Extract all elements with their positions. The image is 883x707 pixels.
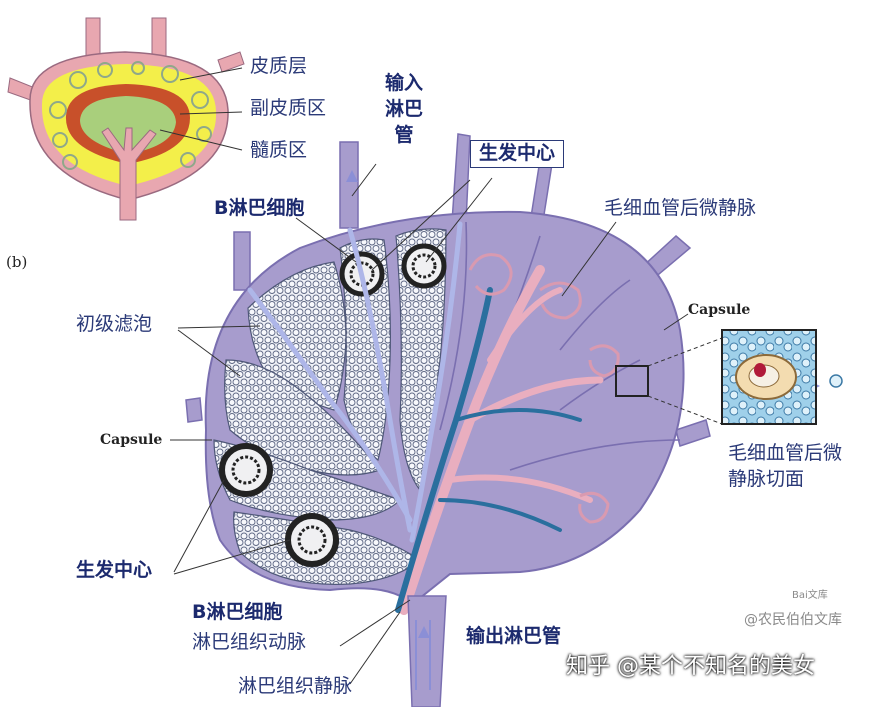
cortex-lobe-4 (224, 359, 382, 476)
vessel-branch-2 (487, 287, 563, 363)
afferent-lymph-vessel-label: 输入 淋巴 管 (385, 70, 423, 148)
watermark-source: @农民伯伯文库 (744, 612, 842, 628)
afferent-label-line-3: 管 (394, 124, 414, 146)
overview-hilum-vessel (101, 127, 157, 221)
capsule-label-right: Capsule (688, 302, 751, 318)
watermark-zhihu: 知乎 @某个不知名的美女 (566, 654, 815, 679)
vein-label: 淋巴组织静脉 (238, 675, 353, 697)
overview-vessel-top-left (85, 17, 101, 59)
hev-section-label: 毛细血管后微 静脉切面 (728, 440, 842, 492)
hev-label-top: 毛细血管后微静脉 (604, 197, 757, 219)
overview-vessel-top-right (151, 17, 167, 59)
germinal-center-label-bottom: 生发中心 (76, 559, 153, 581)
overview-leader-lines (159, 67, 243, 151)
efferent-vessel (407, 595, 447, 707)
blood-vessels (395, 265, 604, 615)
overview-vessel-right (217, 51, 245, 73)
efferent-lymph-vessel-label: 输出淋巴管 (466, 625, 562, 647)
main-node (185, 133, 820, 707)
vessel-branch-3 (447, 474, 593, 503)
follicle-bottom-right (285, 513, 339, 567)
inset-exiting-cell (829, 374, 843, 388)
b-lymphocyte-label-bottom: B淋巴细胞 (192, 601, 283, 623)
leader-lines (170, 163, 689, 685)
overview-follicles (49, 61, 212, 170)
artery-label: 淋巴组织动脉 (192, 631, 307, 653)
panel-b-label: (b) (6, 253, 28, 271)
watermark-baidu: Bai文库 (792, 590, 828, 601)
inset-marker (615, 365, 649, 397)
follicle-top-right (401, 243, 447, 289)
afferent-label-line-2: 淋巴 (385, 98, 424, 120)
medulla-label: 髓质区 (250, 139, 308, 161)
hev-inset (615, 329, 843, 425)
lymph-sinuses (247, 221, 463, 543)
follicle-bottom-left (219, 443, 273, 497)
overview-panel (7, 17, 245, 221)
hev-section-line-2: 静脉切面 (728, 468, 805, 490)
b-lymphocyte-label-top: B淋巴细胞 (214, 197, 305, 219)
vessel-main-blue (395, 287, 493, 613)
vessel-blue-branch-1 (454, 408, 582, 422)
cortex-label: 皮质层 (250, 55, 308, 77)
hev-loops (468, 253, 620, 524)
paracortex-label: 副皮质区 (250, 97, 327, 119)
hev-section-line-1: 毛细血管后微 (728, 442, 843, 464)
germinal-centers (219, 243, 447, 567)
primary-follicle-label: 初级滤泡 (76, 313, 153, 335)
vessel-blue-branch-2 (438, 498, 562, 532)
capsule-label-left: Capsule (100, 432, 163, 448)
germinal-center-label-top: 生发中心 (470, 140, 565, 168)
afferent-label-line-1: 输入 (385, 72, 424, 94)
inset-red-cell (754, 363, 766, 377)
